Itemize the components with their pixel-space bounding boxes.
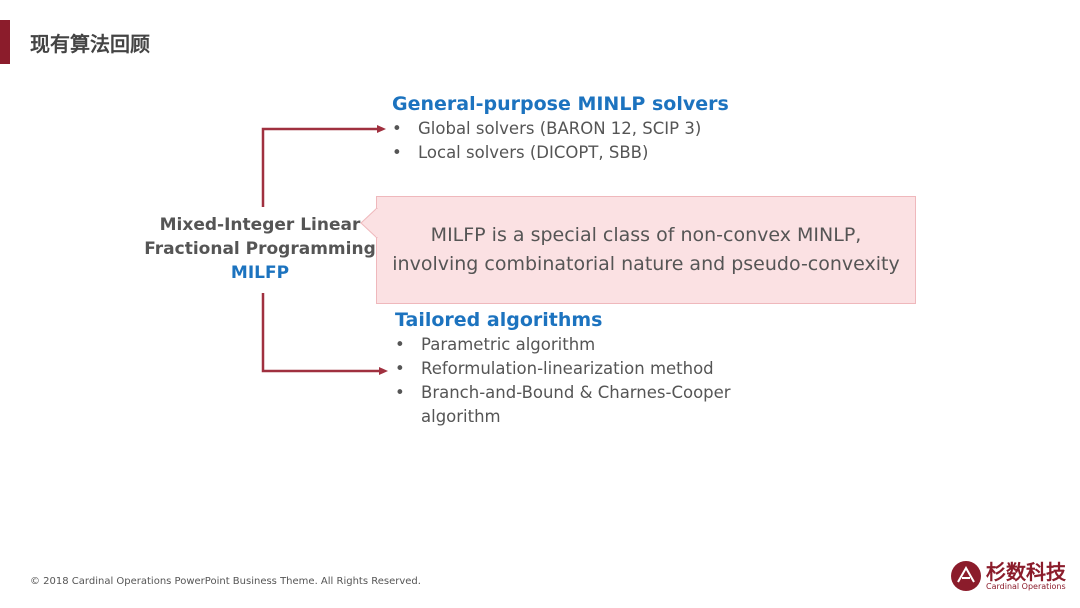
- list-item: Branch-and-Bound & Charnes-Cooper: [421, 383, 731, 402]
- list-item: Parametric algorithm: [421, 335, 596, 354]
- footer-copyright: © 2018 Cardinal Operations PowerPoint Bu…: [30, 576, 421, 587]
- callout-line-2: involving combinatorial nature and pseud…: [392, 253, 900, 275]
- arrow-bottom: [261, 293, 380, 373]
- list-item: Global solvers (BARON 12, SCIP 3): [418, 119, 702, 138]
- slide-title: 现有算法回顾: [30, 32, 150, 56]
- logo-cn: 杉数科技: [986, 559, 1066, 584]
- list-item: algorithm: [421, 407, 501, 426]
- milfp-label: Mixed-Integer Linear Fractional Programm…: [140, 213, 380, 285]
- logo-mark-icon: [951, 561, 981, 591]
- company-logo: 杉数科技 Cardinal Operations: [950, 560, 1066, 592]
- top-heading: General-purpose MINLP solvers: [392, 93, 729, 115]
- center-abbr: MILFP: [230, 263, 290, 283]
- top-section: General-purpose MINLP solvers •Global so…: [392, 93, 729, 162]
- bottom-section: Tailored algorithms •Parametric algorith…: [395, 309, 731, 426]
- callout-line-1: MILFP is a special class of non-convex M…: [430, 224, 862, 246]
- center-line-1: Mixed-Integer Linear: [159, 215, 361, 235]
- title-accent-bar: [0, 20, 10, 64]
- callout-box: MILFP is a special class of non-convex M…: [376, 196, 916, 304]
- arrowhead-top: [377, 125, 386, 133]
- logo-en: Cardinal Operations: [986, 581, 1066, 591]
- arrow-top: [261, 127, 378, 207]
- arrowhead-bottom: [379, 367, 388, 375]
- callout-pointer: [360, 208, 378, 238]
- list-item: Reformulation-linearization method: [421, 359, 714, 378]
- bottom-heading: Tailored algorithms: [395, 309, 603, 331]
- list-item: Local solvers (DICOPT, SBB): [418, 143, 649, 162]
- center-line-2: Fractional Programming: [144, 239, 376, 259]
